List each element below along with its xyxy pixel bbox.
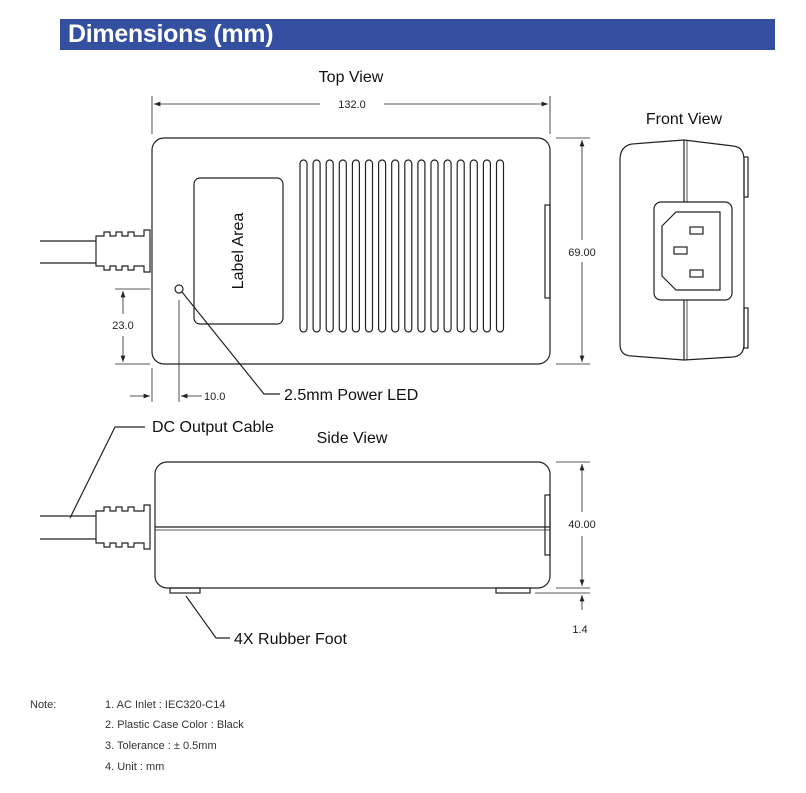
front-view-title: Front View [646,111,723,128]
power-led-label: 2.5mm Power LED [284,387,418,404]
vent-slot [404,159,413,333]
label-area [193,177,284,325]
vent-slot [469,159,478,333]
note-item: 1. AC Inlet : IEC320-C14 [105,699,226,711]
vent-slot [443,159,452,333]
vent-slot [351,159,360,333]
top-view: Label Area [40,137,551,365]
dim-width: 69.00 [568,247,596,259]
note-item: 4. Unit : mm [105,761,165,773]
vent-slot [417,159,426,333]
notes-label: Note: [30,699,57,711]
dim-length: 132.0 [338,99,366,111]
top-cable [40,229,151,273]
section-title: Dimensions (mm) [68,20,274,48]
section-header: Dimensions (mm) [60,19,775,50]
dim-height: 40.00 [568,519,596,531]
rubber-foot-label: 4X Rubber Foot [234,631,348,648]
rubber-foot [169,587,201,594]
vent-slot [325,159,334,333]
vent-slot [482,159,491,333]
vent-slot [299,159,308,333]
ac-inlet [653,201,733,301]
power-led [174,284,184,294]
vent-slot [430,159,439,333]
vent-slot [456,159,465,333]
vent-slot [378,159,387,333]
dim-led-y: 23.0 [112,320,133,332]
rubber-foot [495,587,531,594]
dim-led-x: 10.0 [204,391,225,403]
vent-slots [299,159,505,333]
vent-slot [391,159,400,333]
note-item: 2. Plastic Case Color : Black [105,719,244,731]
vent-slot [312,159,321,333]
vent-slot [364,159,374,333]
front-view [619,139,749,361]
side-view [40,461,551,594]
top-view-title: Top View [319,69,384,86]
note-item: 3. Tolerance : ± 0.5mm [105,740,217,752]
vent-slot [495,159,505,333]
vent-slot [338,159,347,333]
label-area-text: Label Area [230,213,247,290]
dc-cable-label: DC Output Cable [152,419,274,436]
side-view-title: Side View [317,430,388,447]
dim-foot: 1.4 [572,624,587,636]
